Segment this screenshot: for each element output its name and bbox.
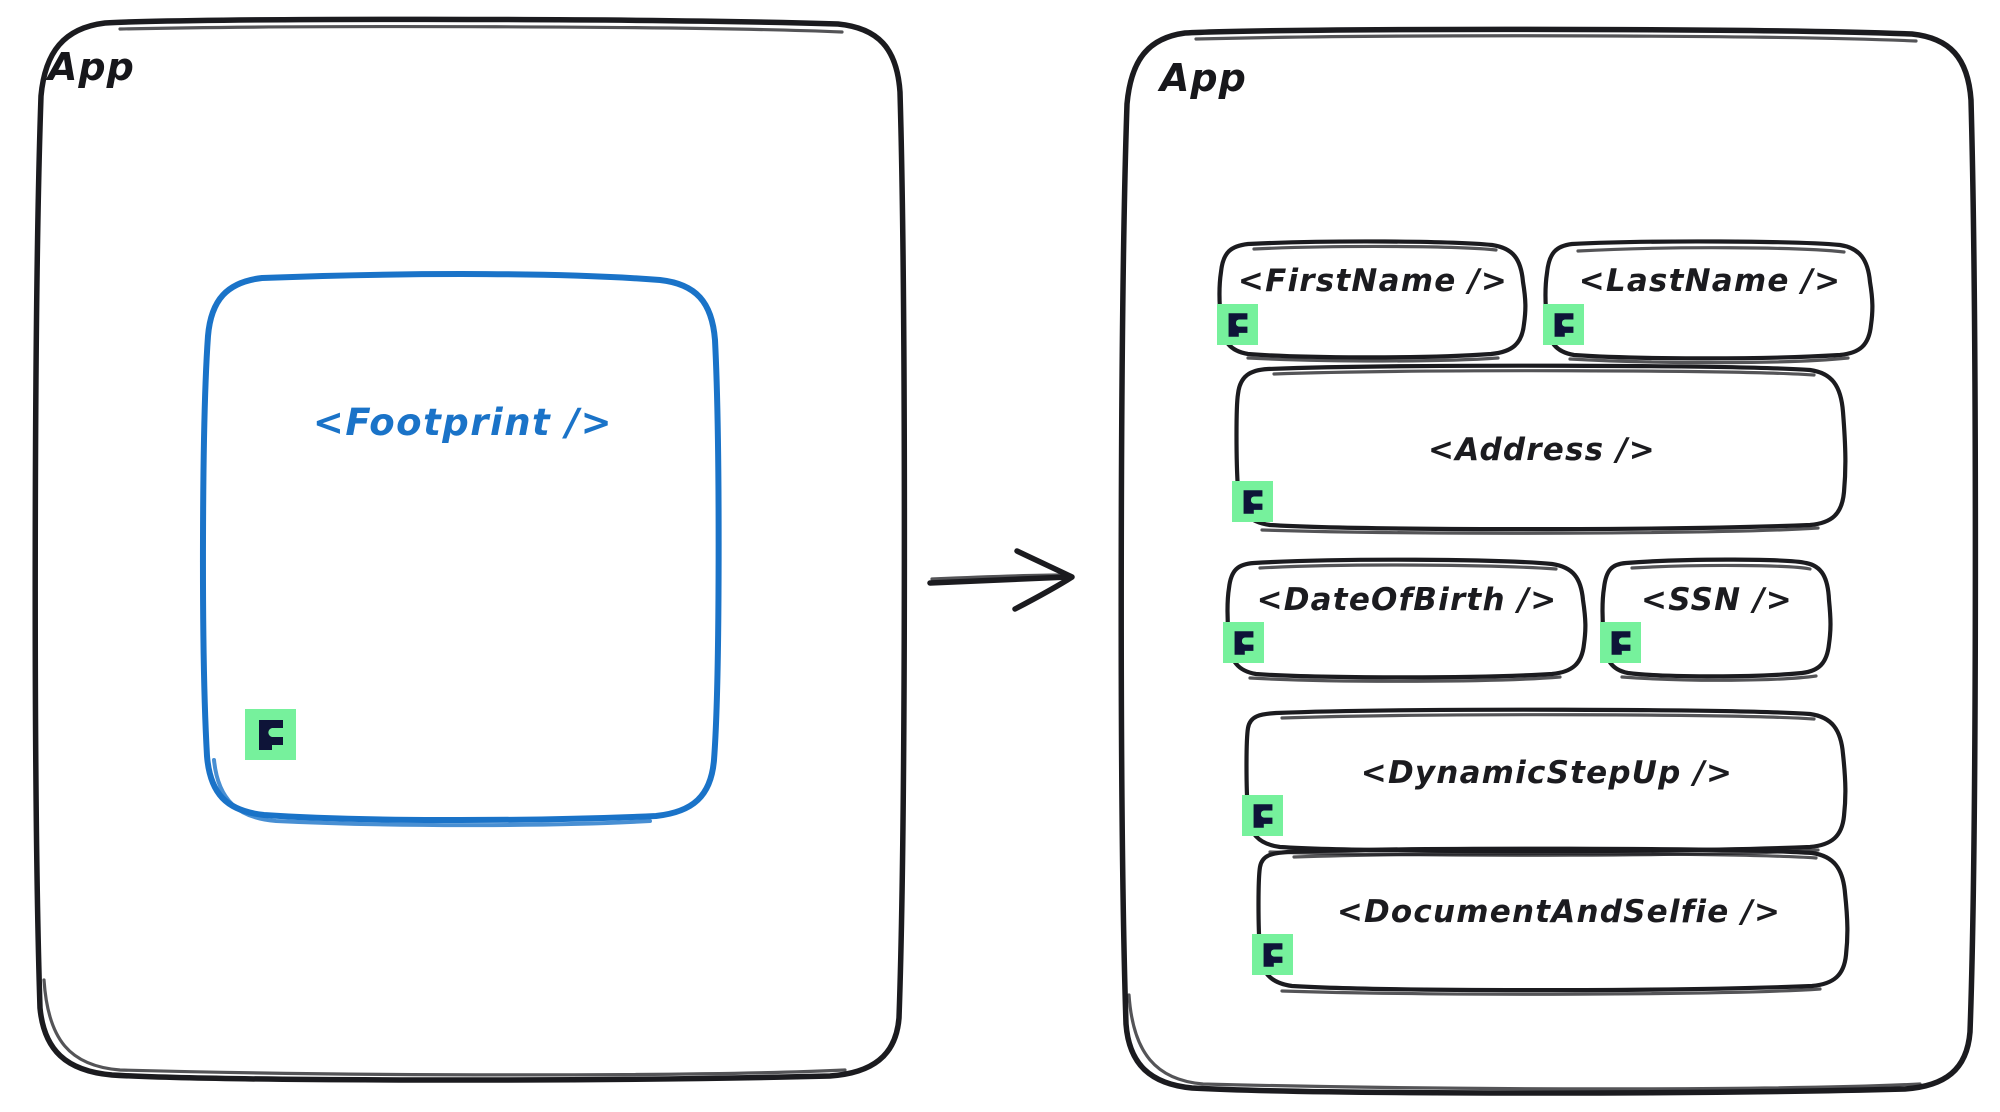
footprint-f-icon bbox=[1232, 481, 1273, 522]
field-label-dynamicstepup: <DynamicStepUp /> bbox=[1360, 755, 1734, 791]
footprint-f-icon bbox=[1223, 622, 1264, 663]
field-label-lastname: <LastName /> bbox=[1578, 263, 1842, 299]
right-panel-title: App bbox=[1160, 56, 1247, 100]
footprint-f-icon bbox=[1252, 934, 1293, 975]
field-label-dateofbirth: <DateOfBirth /> bbox=[1256, 582, 1558, 618]
footprint-f-icon bbox=[245, 709, 296, 760]
field-label-firstname: <FirstName /> bbox=[1237, 263, 1509, 299]
footprint-f-icon bbox=[1217, 304, 1258, 345]
footprint-f-icon bbox=[1242, 795, 1283, 836]
field-label-documentandselfie: <DocumentAndSelfie /> bbox=[1336, 894, 1782, 930]
left-panel-title: App bbox=[48, 45, 135, 89]
footprint-f-icon bbox=[1600, 622, 1641, 663]
field-label-ssn: <SSN /> bbox=[1641, 582, 1793, 618]
field-label-address: <Address /> bbox=[1428, 432, 1656, 468]
footprint-f-icon bbox=[1543, 304, 1584, 345]
flow-arrow-region bbox=[920, 540, 1085, 620]
footprint-component-label: <Footprint /> bbox=[312, 400, 614, 444]
